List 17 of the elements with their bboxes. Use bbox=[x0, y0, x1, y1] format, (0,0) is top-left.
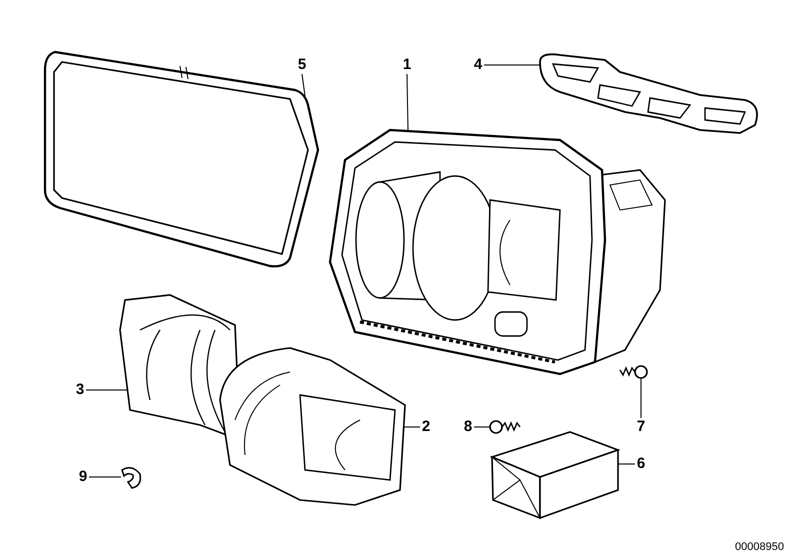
callout-number: 2 bbox=[420, 418, 432, 436]
leader-line bbox=[406, 74, 408, 132]
leader-line bbox=[302, 74, 306, 96]
leader-line bbox=[402, 426, 420, 428]
callout-number: 9 bbox=[77, 468, 89, 486]
callout-number: 5 bbox=[296, 56, 308, 74]
diagram-number: 00008950 bbox=[735, 541, 784, 553]
callout-number: 3 bbox=[74, 381, 86, 399]
callout-number: 8 bbox=[462, 418, 474, 436]
callout-number: 6 bbox=[635, 455, 647, 473]
callout-number: 1 bbox=[401, 56, 413, 74]
leader-line bbox=[474, 426, 490, 428]
leader-line bbox=[640, 378, 642, 418]
callout-number: 4 bbox=[472, 56, 484, 74]
leader-line bbox=[484, 64, 540, 66]
leader-line bbox=[88, 476, 122, 478]
callout-number: 7 bbox=[635, 418, 647, 436]
